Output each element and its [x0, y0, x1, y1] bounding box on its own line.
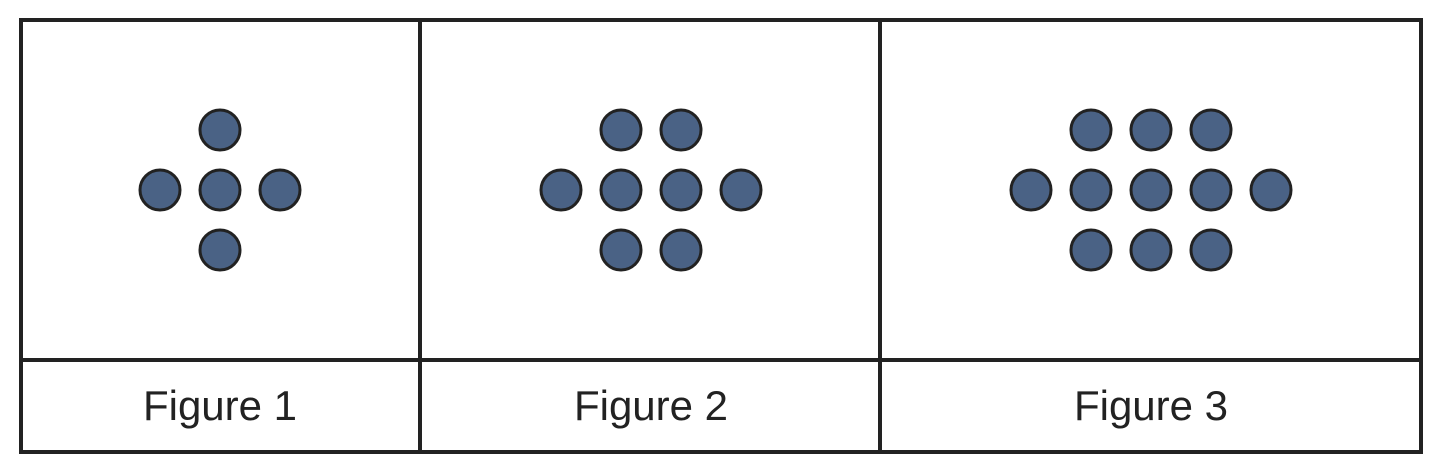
figure-3-dot [1189, 108, 1233, 152]
figure-3-dot [1129, 108, 1173, 152]
figure-3-dot [1249, 168, 1293, 212]
figure-3-caption: Figure 3 [1074, 382, 1228, 429]
figure-3-dot [1009, 168, 1053, 212]
figure-3-dot [1069, 108, 1113, 152]
figure-2-dot [599, 168, 643, 212]
figure-1-dot [258, 168, 302, 212]
figure-1-dots [138, 108, 302, 272]
figure-3-dot [1129, 228, 1173, 272]
figure-3-dots [1009, 108, 1293, 272]
figure-2-dots [539, 108, 763, 272]
figure-3-dot [1069, 228, 1113, 272]
figure-2-dot [659, 228, 703, 272]
figure-2-dot [719, 168, 763, 212]
figure-1-dot [198, 168, 242, 212]
figure-1-dot [198, 228, 242, 272]
figure-2-dot [599, 108, 643, 152]
outer-frame [19, 18, 1423, 454]
figure-2-dot [659, 168, 703, 212]
figure-2-dot [659, 108, 703, 152]
figure-1-dot [138, 168, 182, 212]
figure-1-caption: Figure 1 [143, 382, 297, 429]
figure-2-caption: Figure 2 [574, 382, 728, 429]
figure-2-dot [539, 168, 583, 212]
figure-1-dot [198, 108, 242, 152]
figure-2-dot [599, 228, 643, 272]
figure-3-dot [1189, 228, 1233, 272]
figure-3-dot [1069, 168, 1113, 212]
figure-3-dot [1129, 168, 1173, 212]
figure-3-dot [1189, 168, 1233, 212]
